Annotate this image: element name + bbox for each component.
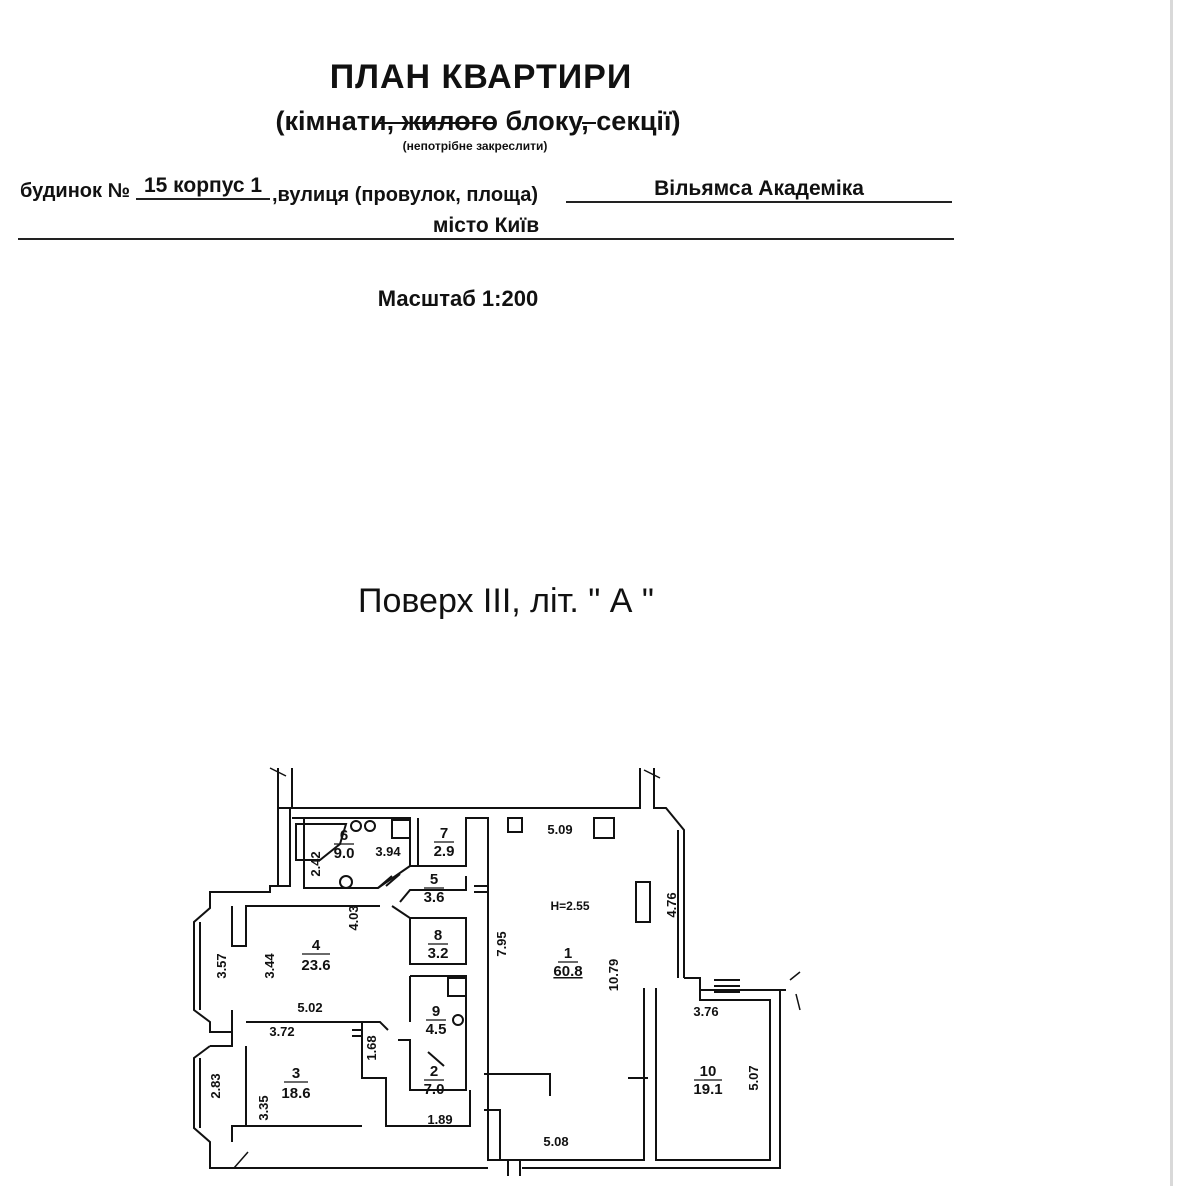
dimension-label: 5.09 — [547, 822, 572, 837]
room-8-number: 8 — [434, 927, 442, 944]
room-7-number: 7 — [440, 825, 448, 842]
dimension-label: 3.76 — [693, 1004, 718, 1019]
room-6-number: 6 — [340, 827, 348, 844]
room-6-area: 9.0 — [334, 845, 355, 862]
room-9-area: 4.5 — [426, 1021, 447, 1038]
scale-label: Масштаб 1:200 — [377, 286, 539, 311]
dimension-label: 3.72 — [269, 1024, 294, 1039]
room-2-area: 7.0 — [424, 1081, 445, 1098]
dimension-label: 3.94 — [375, 844, 401, 859]
document-subtitle: (кімнати, жилого блоку, секції) — [275, 106, 681, 136]
page-edge — [1170, 0, 1173, 1186]
strikethrough-mark — [582, 122, 596, 124]
room-10-area: 19.1 — [693, 1081, 722, 1098]
room-5-area: 3.6 — [424, 889, 445, 906]
room-5-number: 5 — [430, 871, 438, 888]
room-7-area: 2.9 — [434, 843, 455, 860]
dimension-label: H=2.55 — [550, 899, 589, 913]
dimension-label: 3.35 — [256, 1095, 271, 1120]
dimension-label: 3.44 — [262, 953, 277, 979]
room-1-number: 1 — [564, 945, 572, 962]
document-title: ПЛАН КВАРТИРИ — [329, 58, 633, 96]
room-3-area: 18.6 — [281, 1085, 310, 1102]
dimension-label: 1.68 — [364, 1035, 379, 1060]
dimension-label: 1.89 — [427, 1112, 452, 1127]
dimension-label: 5.02 — [297, 1000, 322, 1015]
dimension-label: 4.03 — [346, 905, 361, 930]
floor-plan: 1 60.8 2 7.0 3 18.6 4 23.6 5 3.6 6 9.0 7… — [193, 767, 801, 1176]
room-3-number: 3 — [292, 1065, 300, 1082]
strikethrough-mark — [378, 122, 496, 124]
room-10-number: 10 — [700, 1063, 717, 1080]
dimension-label: 2.83 — [208, 1073, 223, 1098]
dimension-label: 5.08 — [543, 1134, 568, 1149]
street-label: ,вулиця (провулок, площа) — [272, 184, 538, 206]
dimension-label: 10.79 — [606, 959, 621, 992]
dimension-label: 4.76 — [664, 892, 679, 917]
room-9-number: 9 — [432, 1003, 440, 1020]
room-4-number: 4 — [312, 937, 321, 954]
dimension-label: 5.07 — [746, 1065, 761, 1090]
dimension-label: 2.42 — [308, 851, 323, 876]
room-2-number: 2 — [430, 1063, 438, 1080]
dimension-label: 7.95 — [494, 931, 509, 956]
strike-note: (непотрібне закреслити) — [402, 139, 548, 153]
room-4-area: 23.6 — [301, 957, 330, 974]
room-8-area: 3.2 — [428, 945, 449, 962]
house-label: будинок № — [20, 180, 130, 202]
house-number-field: 15 корпус 1 — [136, 174, 270, 200]
city-field: місто Київ — [18, 214, 954, 240]
dimension-label: 3.57 — [214, 953, 229, 978]
room-1-area: 60.8 — [553, 963, 582, 980]
street-name-field: Вільямса Академіка — [566, 177, 952, 203]
floor-label: Поверх III, літ. " А " — [358, 582, 654, 620]
